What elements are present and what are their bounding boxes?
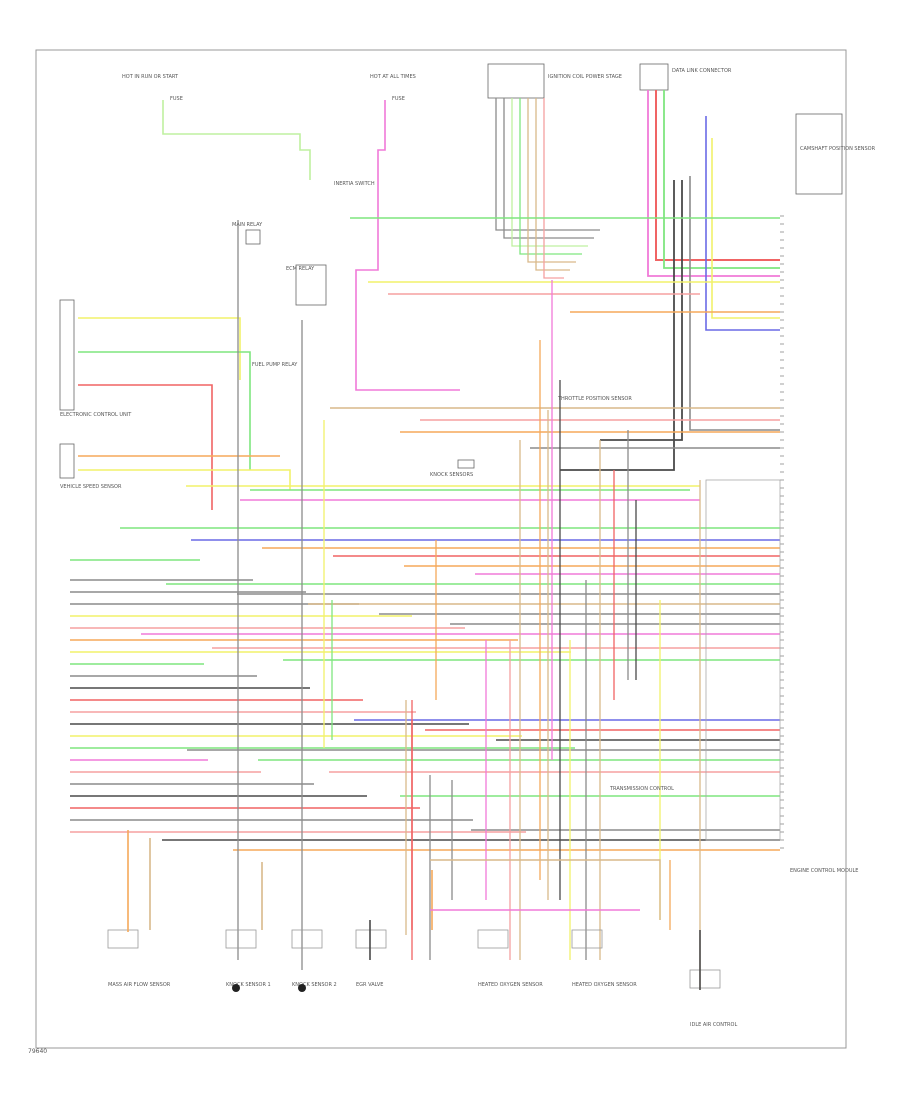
- wire-red-8: [78, 384, 213, 510]
- label-throttle-sensor: THROTTLE POSITION SENSOR: [557, 396, 632, 402]
- bottom-sensor-box-4: [477, 929, 509, 949]
- left-module-body: [59, 299, 75, 411]
- wire-yellow-10: [78, 469, 291, 490]
- label-b1_sensor: MASS AIR FLOW SENSOR: [108, 982, 171, 988]
- wire-dark-5: [600, 180, 683, 441]
- wire-top-conn-0: [495, 98, 600, 231]
- label-top-right-module: DATA LINK CONNECTOR: [672, 68, 732, 74]
- label-right-top-box: CAMSHAFT POSITION SENSOR: [800, 146, 876, 152]
- label-fuel-pump-relay: FUEL PUMP RELAY: [252, 362, 298, 368]
- label-ecm-relay: ECM RELAY: [286, 266, 315, 272]
- diagram-frame: [35, 49, 847, 1049]
- label-fuse-left: FUSE: [170, 96, 183, 102]
- bottom-sensor-box-2: [291, 929, 323, 949]
- wire-ign-feed: [162, 100, 311, 180]
- wire-green-7: [78, 351, 251, 470]
- wire-top-conn-2: [511, 98, 588, 247]
- label-b5_sensor: HEATED OXYGEN SENSOR: [478, 982, 543, 988]
- label-b7_sensor: IDLE AIR CONTROL: [690, 1022, 737, 1028]
- page-ref: 79640: [28, 1048, 48, 1055]
- label-left-module: ELECTRONIC CONTROL UNIT: [60, 412, 132, 418]
- label-b2_sensor: KNOCK SENSOR 1: [226, 982, 271, 988]
- top-right-module: [639, 63, 669, 91]
- right-top-box: [795, 113, 843, 195]
- label-right-module: ENGINE CONTROL MODULE: [790, 868, 858, 874]
- label-inertia-switch: INERTIA SWITCH: [334, 181, 375, 187]
- label-hot-run-left: HOT IN RUN OR START: [122, 74, 179, 80]
- ground-left-1: [232, 984, 240, 992]
- relay-box-center: [295, 264, 327, 306]
- center-sensor-body: [457, 459, 475, 469]
- label-center-sensor: KNOCK SENSORS: [430, 472, 473, 478]
- wire-top-conn-4: [527, 98, 576, 263]
- wire-top-conn-5: [535, 98, 570, 271]
- relay-box-left: [245, 229, 261, 245]
- label-vss: VEHICLE SPEED SENSOR: [60, 484, 122, 490]
- wire-red-0: [655, 90, 780, 261]
- bottom-sensor-box-1: [225, 929, 257, 949]
- label-main-relay: MAIN RELAY: [232, 222, 263, 228]
- wire-tan-17: [430, 859, 661, 920]
- wire-yellow-6: [78, 317, 241, 380]
- top-connector-box: [487, 63, 545, 99]
- wire-batt-feed: [355, 100, 460, 391]
- ground-left-2: [298, 984, 306, 992]
- bottom-sensor-box-3: [355, 929, 387, 949]
- wire-green-1: [663, 90, 780, 269]
- label-fuse-center: FUSE: [392, 96, 405, 102]
- label-b3_sensor: KNOCK SENSOR 2: [292, 982, 337, 988]
- label-transmission-relay: TRANSMISSION CONTROL: [609, 786, 674, 792]
- wire-pink-2: [647, 90, 780, 277]
- label-b6_sensor: HEATED OXYGEN SENSOR: [572, 982, 637, 988]
- label-top-connector: IGNITION COIL POWER STAGE: [548, 74, 622, 80]
- wire-yellow-top: [711, 138, 780, 319]
- wire-top-conn-6: [543, 98, 564, 279]
- wire-dark-4: [560, 180, 675, 471]
- bottom-sensor-box-6: [689, 969, 721, 989]
- wire-blue-top: [705, 116, 780, 331]
- vss-body: [59, 443, 75, 479]
- bottom-sensor-box-5: [571, 929, 603, 949]
- wire-top-conn-1: [503, 98, 594, 239]
- wire-gray-3: [689, 176, 780, 431]
- label-b4_sensor: EGR VALVE: [356, 982, 383, 988]
- bottom-sensor-box-0: [107, 929, 139, 949]
- label-hot-run-center: HOT AT ALL TIMES: [370, 74, 416, 80]
- wire-top-conn-3: [519, 98, 582, 255]
- right-module-frame: [705, 479, 781, 841]
